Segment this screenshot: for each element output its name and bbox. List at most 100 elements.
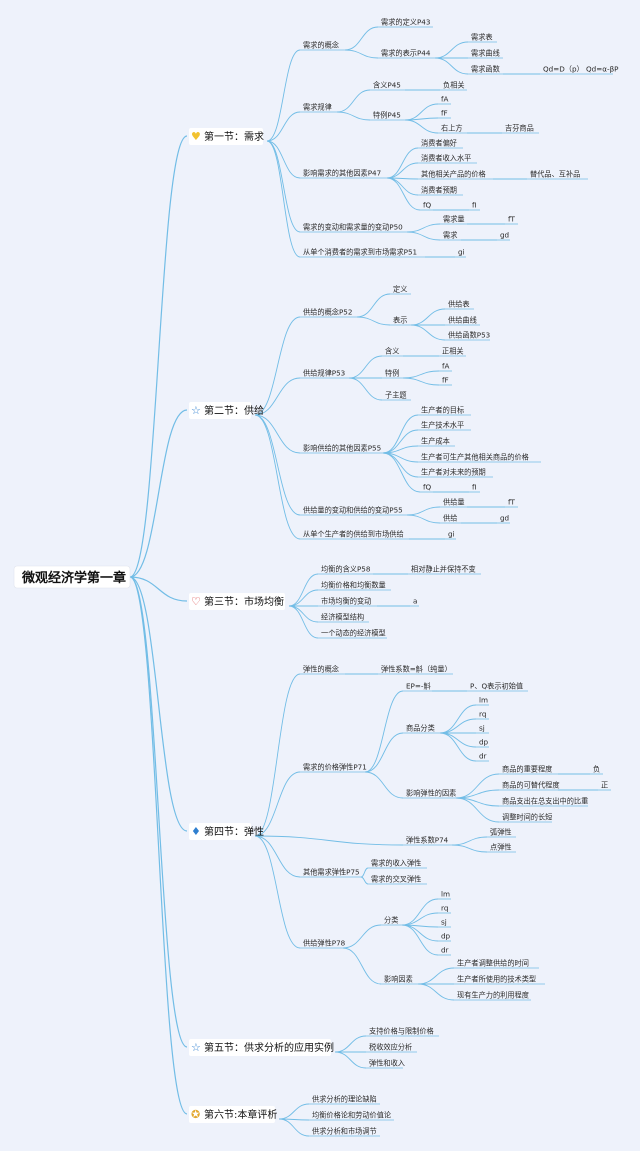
node-label[interactable]: dr xyxy=(441,946,449,955)
node-label[interactable]: 需求的变动和需求量的变动P50 xyxy=(303,223,403,232)
node-label[interactable]: 供给量的变动和供给的变动P55 xyxy=(303,506,403,515)
node-label[interactable]: fI xyxy=(472,483,477,492)
node-label[interactable]: 调整时间的长短 xyxy=(502,813,552,822)
node-label[interactable]: gi xyxy=(458,248,465,257)
node-label[interactable]: 从单个生产者的供给到市场供给 xyxy=(303,530,404,539)
node-label[interactable]: 弹性的概念 xyxy=(303,665,339,674)
node-label[interactable]: sj xyxy=(441,918,447,927)
node-label[interactable]: sj xyxy=(479,724,485,733)
node-label[interactable]: 影响因素 xyxy=(384,975,413,984)
node-label[interactable]: 含义 xyxy=(385,347,399,356)
node-label[interactable]: dp xyxy=(479,738,489,747)
node-label[interactable]: 商品的重要程度 xyxy=(502,765,552,774)
node-label[interactable]: 商品的可替代程度 xyxy=(502,781,560,790)
section-node[interactable]: ☆第五节：供求分析的应用实例 xyxy=(189,1039,334,1056)
root-node[interactable]: 微观经济学第一章 xyxy=(13,565,131,589)
node-label[interactable]: 需求曲线 xyxy=(471,49,500,58)
node-label[interactable]: 生产者的目标 xyxy=(421,406,464,415)
node-label[interactable]: 供给弹性P78 xyxy=(303,939,346,948)
section-node[interactable]: ♡第三节：市场均衡 xyxy=(189,593,285,610)
node-label[interactable]: 消费者预期 xyxy=(421,186,457,195)
node-label[interactable]: 商品支出在总支出中的比重 xyxy=(502,797,588,806)
node-label[interactable]: 需求的表示P44 xyxy=(381,49,431,58)
node-label[interactable]: 生产者可生产其他相关商品的价格 xyxy=(421,453,530,462)
node-label[interactable]: 均衡价格论和劳动价值论 xyxy=(312,1111,392,1120)
node-label[interactable]: gi xyxy=(448,530,455,539)
section-node[interactable]: ☆第二节：供给 xyxy=(189,402,264,419)
node-label[interactable]: 需求的价格弹性P71 xyxy=(303,763,367,772)
node-label[interactable]: 经济模型结构 xyxy=(321,613,364,622)
node-label[interactable]: 供给曲线 xyxy=(448,316,477,325)
node-label[interactable]: 支持价格与限制价格 xyxy=(369,1027,435,1036)
node-label[interactable]: 供给量 xyxy=(443,498,465,507)
node-label[interactable]: lm xyxy=(479,696,488,705)
node-label[interactable]: 需求量 xyxy=(443,215,465,224)
node-label[interactable]: 消费者偏好 xyxy=(421,139,457,148)
node-label[interactable]: 生产技术水平 xyxy=(421,421,464,430)
node-label[interactable]: 其他相关产品的价格 xyxy=(421,170,487,179)
node-label[interactable]: 特例P45 xyxy=(373,111,401,120)
node-label[interactable]: 弧弹性 xyxy=(490,828,512,837)
node-label[interactable]: 含义P45 xyxy=(373,81,401,90)
node-label[interactable]: 需求函数 xyxy=(471,65,500,74)
node-label[interactable]: 生产者调整供给的时间 xyxy=(457,959,529,968)
node-label[interactable]: 供给表 xyxy=(448,300,470,309)
node-label[interactable]: 右上方 xyxy=(441,124,463,133)
node-label[interactable]: 相对静止并保持不变 xyxy=(411,565,476,574)
node-label[interactable]: dr xyxy=(479,752,487,761)
node-label[interactable]: 弹性和收入 xyxy=(369,1059,405,1068)
node-label[interactable]: fA xyxy=(442,362,450,371)
node-label[interactable]: 定义 xyxy=(393,285,407,294)
node-label[interactable]: 需求的交叉弹性 xyxy=(371,875,421,884)
section-node[interactable]: ♥第一节：需求 xyxy=(189,128,264,145)
node-label[interactable]: 影响弹性的因素 xyxy=(406,789,456,798)
node-label[interactable]: 吉芬商品 xyxy=(505,124,534,133)
node-label[interactable]: gd xyxy=(500,514,509,523)
node-label[interactable]: 替代品、互补品 xyxy=(530,170,580,179)
node-label[interactable]: 子主题 xyxy=(385,391,407,400)
node-label[interactable]: 市场均衡的变动 xyxy=(321,597,371,606)
node-label[interactable]: 正 xyxy=(601,781,608,790)
node-label[interactable]: P、Q表示初始值 xyxy=(470,682,523,691)
node-label[interactable]: 一个动态的经济模型 xyxy=(321,629,386,638)
node-label[interactable]: 需求规律 xyxy=(303,103,332,112)
node-label[interactable]: rq xyxy=(441,904,448,913)
node-label[interactable]: 现有生产力的利用程度 xyxy=(457,991,529,1000)
node-label[interactable]: 从单个消费者的需求到市场需求P51 xyxy=(303,248,417,257)
node-label[interactable]: 特例 xyxy=(385,369,399,378)
node-label[interactable]: 生产者所使用的技术类型 xyxy=(457,975,536,984)
node-label[interactable]: 供给规律P53 xyxy=(303,369,345,378)
node-label[interactable]: 正相关 xyxy=(442,347,464,356)
node-label[interactable]: fI xyxy=(472,201,477,210)
node-label[interactable]: fT xyxy=(508,215,516,224)
node-label[interactable]: 点弹性 xyxy=(490,843,512,852)
node-label[interactable]: dp xyxy=(441,932,451,941)
node-label[interactable]: fQ xyxy=(423,483,432,492)
node-label[interactable]: 生产者对未来的预期 xyxy=(421,468,486,477)
node-label[interactable]: 生产成本 xyxy=(421,437,450,446)
node-label[interactable]: 商品分类 xyxy=(406,724,435,733)
node-label[interactable]: 影响供给的其他因素P55 xyxy=(303,444,381,453)
section-node[interactable]: ♦第四节：弹性 xyxy=(189,823,264,840)
node-label[interactable]: 需求的概念 xyxy=(303,41,339,50)
node-label[interactable]: 供给函数P53 xyxy=(448,331,490,340)
node-label[interactable]: 需求表 xyxy=(471,33,493,42)
node-label[interactable]: a xyxy=(413,597,417,606)
node-label[interactable]: 分类 xyxy=(384,916,398,925)
node-label[interactable]: fQ xyxy=(423,201,432,210)
node-label[interactable]: 税收效应分析 xyxy=(369,1043,412,1052)
node-label[interactable]: 均衡价格和均衡数量 xyxy=(321,581,386,590)
node-label[interactable]: 供给 xyxy=(443,514,457,523)
node-label[interactable]: 消费者收入水平 xyxy=(421,154,471,163)
node-label[interactable]: fT xyxy=(508,498,516,507)
node-label[interactable]: gd xyxy=(500,231,509,240)
section-node[interactable]: ✪第六节:本章评析 xyxy=(189,1106,277,1123)
node-label[interactable]: fA xyxy=(441,95,449,104)
node-label[interactable]: 影响需求的其他因素P47 xyxy=(303,169,381,178)
node-label[interactable]: 需求的定义P43 xyxy=(381,18,430,27)
node-label[interactable]: rq xyxy=(479,710,486,719)
node-label[interactable]: 其他需求弹性P75 xyxy=(303,868,360,877)
node-label[interactable]: 供给的概念P52 xyxy=(303,308,352,317)
node-label[interactable]: lm xyxy=(441,890,450,899)
node-label[interactable]: fF xyxy=(442,376,449,385)
